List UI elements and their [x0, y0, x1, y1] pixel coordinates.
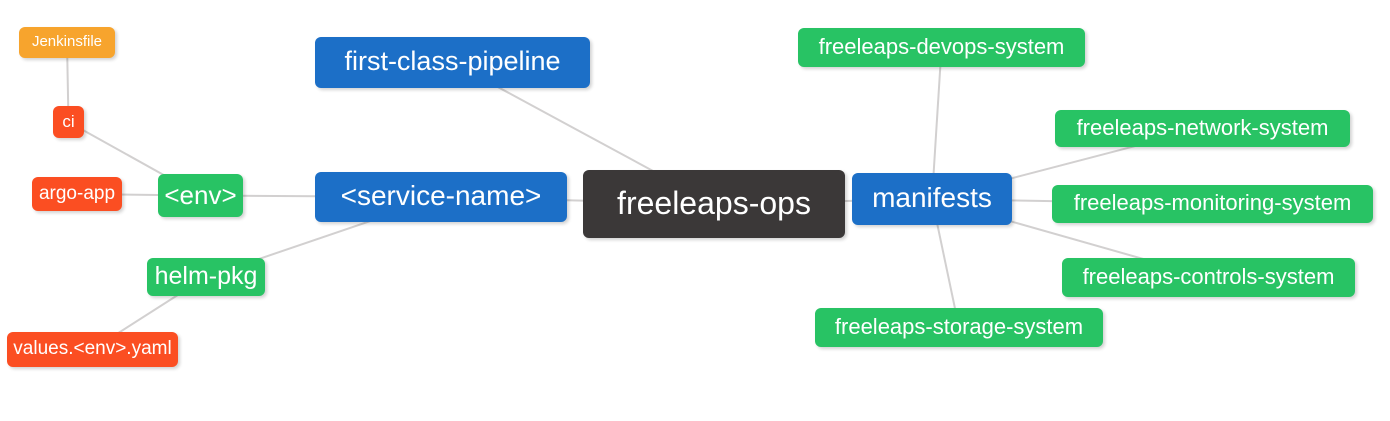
node-ci[interactable]: ci — [53, 106, 84, 138]
node-service-name[interactable]: <service-name> — [315, 172, 567, 222]
node-env[interactable]: <env> — [158, 174, 243, 217]
node-helm-pkg[interactable]: helm-pkg — [147, 258, 265, 296]
node-manifests[interactable]: manifests — [852, 173, 1012, 225]
node-freeleaps-storage-system[interactable]: freeleaps-storage-system — [815, 308, 1103, 347]
node-freeleaps-monitoring-system[interactable]: freeleaps-monitoring-system — [1052, 185, 1373, 223]
node-first-class-pipeline[interactable]: first-class-pipeline — [315, 37, 590, 88]
node-argo-app[interactable]: argo-app — [32, 177, 122, 211]
node-jenkinsfile[interactable]: Jenkinsfile — [19, 27, 115, 58]
node-freeleaps-devops-system[interactable]: freeleaps-devops-system — [798, 28, 1085, 67]
node-values-env-yaml[interactable]: values.<env>.yaml — [7, 332, 178, 367]
node-freeleaps-controls-system[interactable]: freeleaps-controls-system — [1062, 258, 1355, 297]
node-freeleaps-network-system[interactable]: freeleaps-network-system — [1055, 110, 1350, 147]
node-freeleaps-ops[interactable]: freeleaps-ops — [583, 170, 845, 238]
